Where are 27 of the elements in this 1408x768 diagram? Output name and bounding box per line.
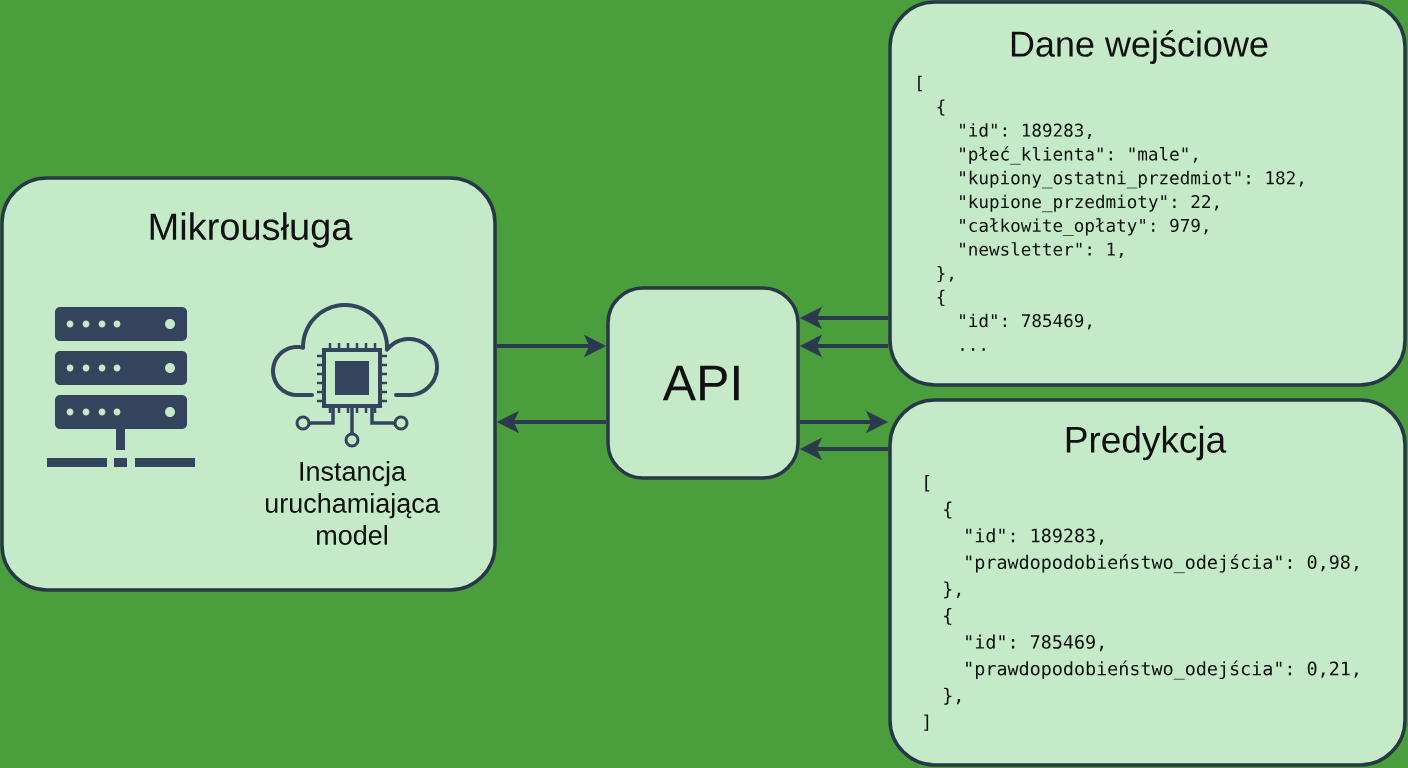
code-line: ... [961, 348, 985, 351]
code-line: "prawdopodobieństwo_odejścia": 0,98, [966, 554, 1358, 574]
code-line: }, [937, 266, 953, 283]
code-line: "id": 189283, [960, 123, 1091, 140]
code-line: "całkowite_opłaty": 979, [960, 218, 1208, 236]
icon-caption: Instancja uruchamiająca model [265, 461, 440, 545]
code-line: "newsletter": 1, [960, 242, 1123, 259]
code-line: { [944, 608, 952, 625]
code-line: "kupione_przedmioty": 22, [960, 194, 1218, 213]
code-line: }, [944, 687, 961, 705]
code-line: "id": 785469, [960, 313, 1091, 330]
code-line: [ [925, 475, 930, 492]
code-line: "id": 189283, [966, 528, 1103, 545]
code-line: "prawdopodobieństwo_odejścia": 0,21, [966, 660, 1358, 680]
code-line: { [944, 501, 952, 519]
code-line: { [937, 289, 945, 307]
panel-title: Predykcja [1066, 425, 1227, 461]
panel-title: Dane wejściowe [1011, 30, 1268, 64]
panel-title: Mikrousługa [150, 212, 353, 248]
code-line: "płeć_klienta": "male", [960, 146, 1197, 165]
code-line: { [937, 99, 945, 116]
api-box: API [606, 286, 800, 480]
code-line: "id": 785469, [966, 634, 1103, 652]
code-line: [ [918, 75, 922, 92]
code-line: ] [924, 714, 929, 731]
code-line: "kupiony_ostatni_przedmiot": 182, [960, 170, 1303, 189]
code-line: }, [944, 581, 961, 599]
